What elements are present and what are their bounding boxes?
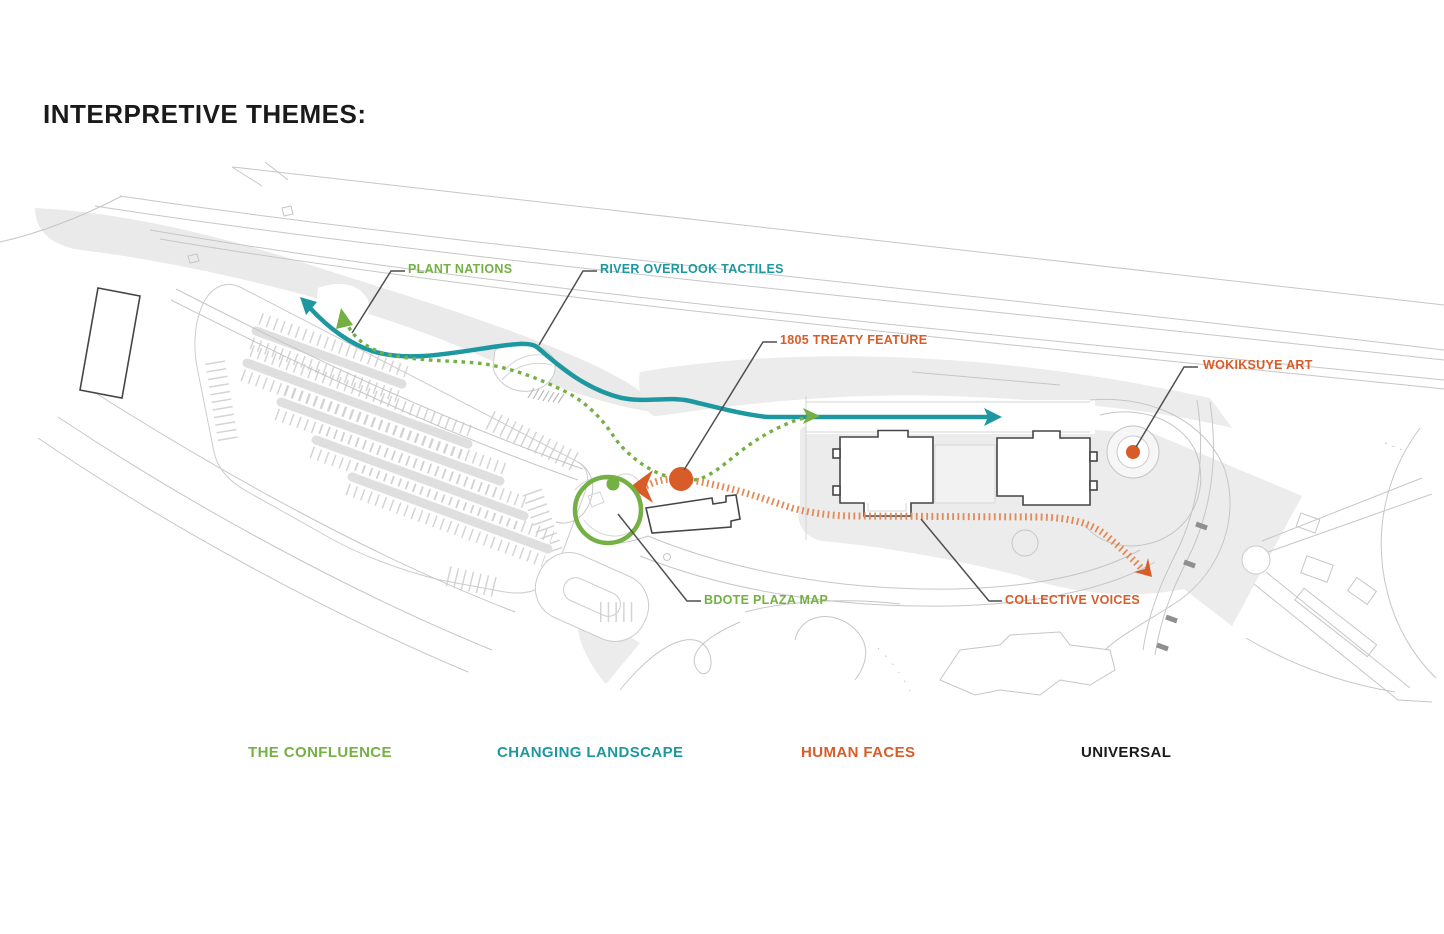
treaty-feature-marker bbox=[669, 467, 693, 491]
crosswalk-marks bbox=[1156, 521, 1208, 652]
plaza-area bbox=[574, 396, 1156, 607]
legend-human-faces: HUMAN FACES bbox=[801, 744, 916, 761]
building-main-east bbox=[996, 430, 1098, 506]
legend-the-confluence: THE CONFLUENCE bbox=[248, 744, 392, 761]
label-plant-nations: PLANT NATIONS bbox=[408, 262, 513, 276]
path-confluence bbox=[336, 308, 820, 482]
leader-treaty-feature bbox=[683, 341, 777, 471]
leader-river-overlook bbox=[538, 270, 597, 346]
south-landscape bbox=[619, 600, 1116, 696]
wokiksuye-art-marker bbox=[1126, 445, 1140, 459]
river-overlook-terraces bbox=[316, 284, 565, 404]
path-changing-landscape bbox=[300, 297, 1002, 426]
bdote-plaza-marker bbox=[606, 477, 620, 491]
label-river-overlook-tactiles: RIVER OVERLOOK TACTILES bbox=[600, 262, 784, 276]
bdote-plaza bbox=[572, 474, 644, 546]
bdote-plaza-circle bbox=[572, 474, 644, 546]
legend-universal: UNIVERSAL bbox=[1081, 744, 1172, 761]
label-bdote-plaza-map: BDOTE PLAZA MAP bbox=[704, 593, 829, 607]
leader-wokiksuye-art bbox=[1135, 366, 1198, 448]
leader-bdote-plaza bbox=[617, 513, 701, 602]
path-human-faces bbox=[630, 467, 1152, 577]
building-visitor-center bbox=[645, 494, 741, 534]
building-connector bbox=[934, 444, 996, 504]
building-west bbox=[79, 287, 141, 399]
legend-changing-landscape: CHANGING LANDSCAPE bbox=[497, 744, 684, 761]
parking-lot bbox=[37, 283, 594, 673]
leader-collective-voices bbox=[920, 518, 1002, 602]
building-main-west bbox=[832, 429, 934, 517]
label-collective-voices: COLLECTIVE VOICES bbox=[1005, 593, 1140, 607]
wokiksuye-art-feature bbox=[1084, 398, 1231, 651]
leader-plant-nations bbox=[351, 270, 405, 334]
arrowhead-teal-northwest bbox=[300, 297, 317, 315]
outbuilding bbox=[1294, 587, 1378, 658]
curbside-stalls bbox=[445, 566, 501, 598]
perimeter-roads bbox=[37, 391, 516, 673]
page-title: INTERPRETIVE THEMES: bbox=[43, 99, 367, 129]
arrowhead-green-north bbox=[336, 308, 353, 329]
label-1805-treaty-feature: 1805 TREATY FEATURE bbox=[780, 333, 928, 347]
east-roads bbox=[1142, 399, 1437, 703]
roundabout bbox=[1241, 545, 1271, 575]
parking-rows bbox=[205, 313, 580, 567]
arrowhead-teal-east bbox=[984, 408, 1002, 426]
leader-lines bbox=[351, 270, 1198, 602]
arrowhead-orange-southeast bbox=[1134, 558, 1152, 577]
arrowhead-green-east bbox=[803, 408, 820, 424]
bus-loop bbox=[534, 552, 650, 642]
arrowhead-orange-west bbox=[630, 470, 653, 503]
label-wokiksuye-art: WOKIKSUYE ART bbox=[1203, 358, 1313, 372]
